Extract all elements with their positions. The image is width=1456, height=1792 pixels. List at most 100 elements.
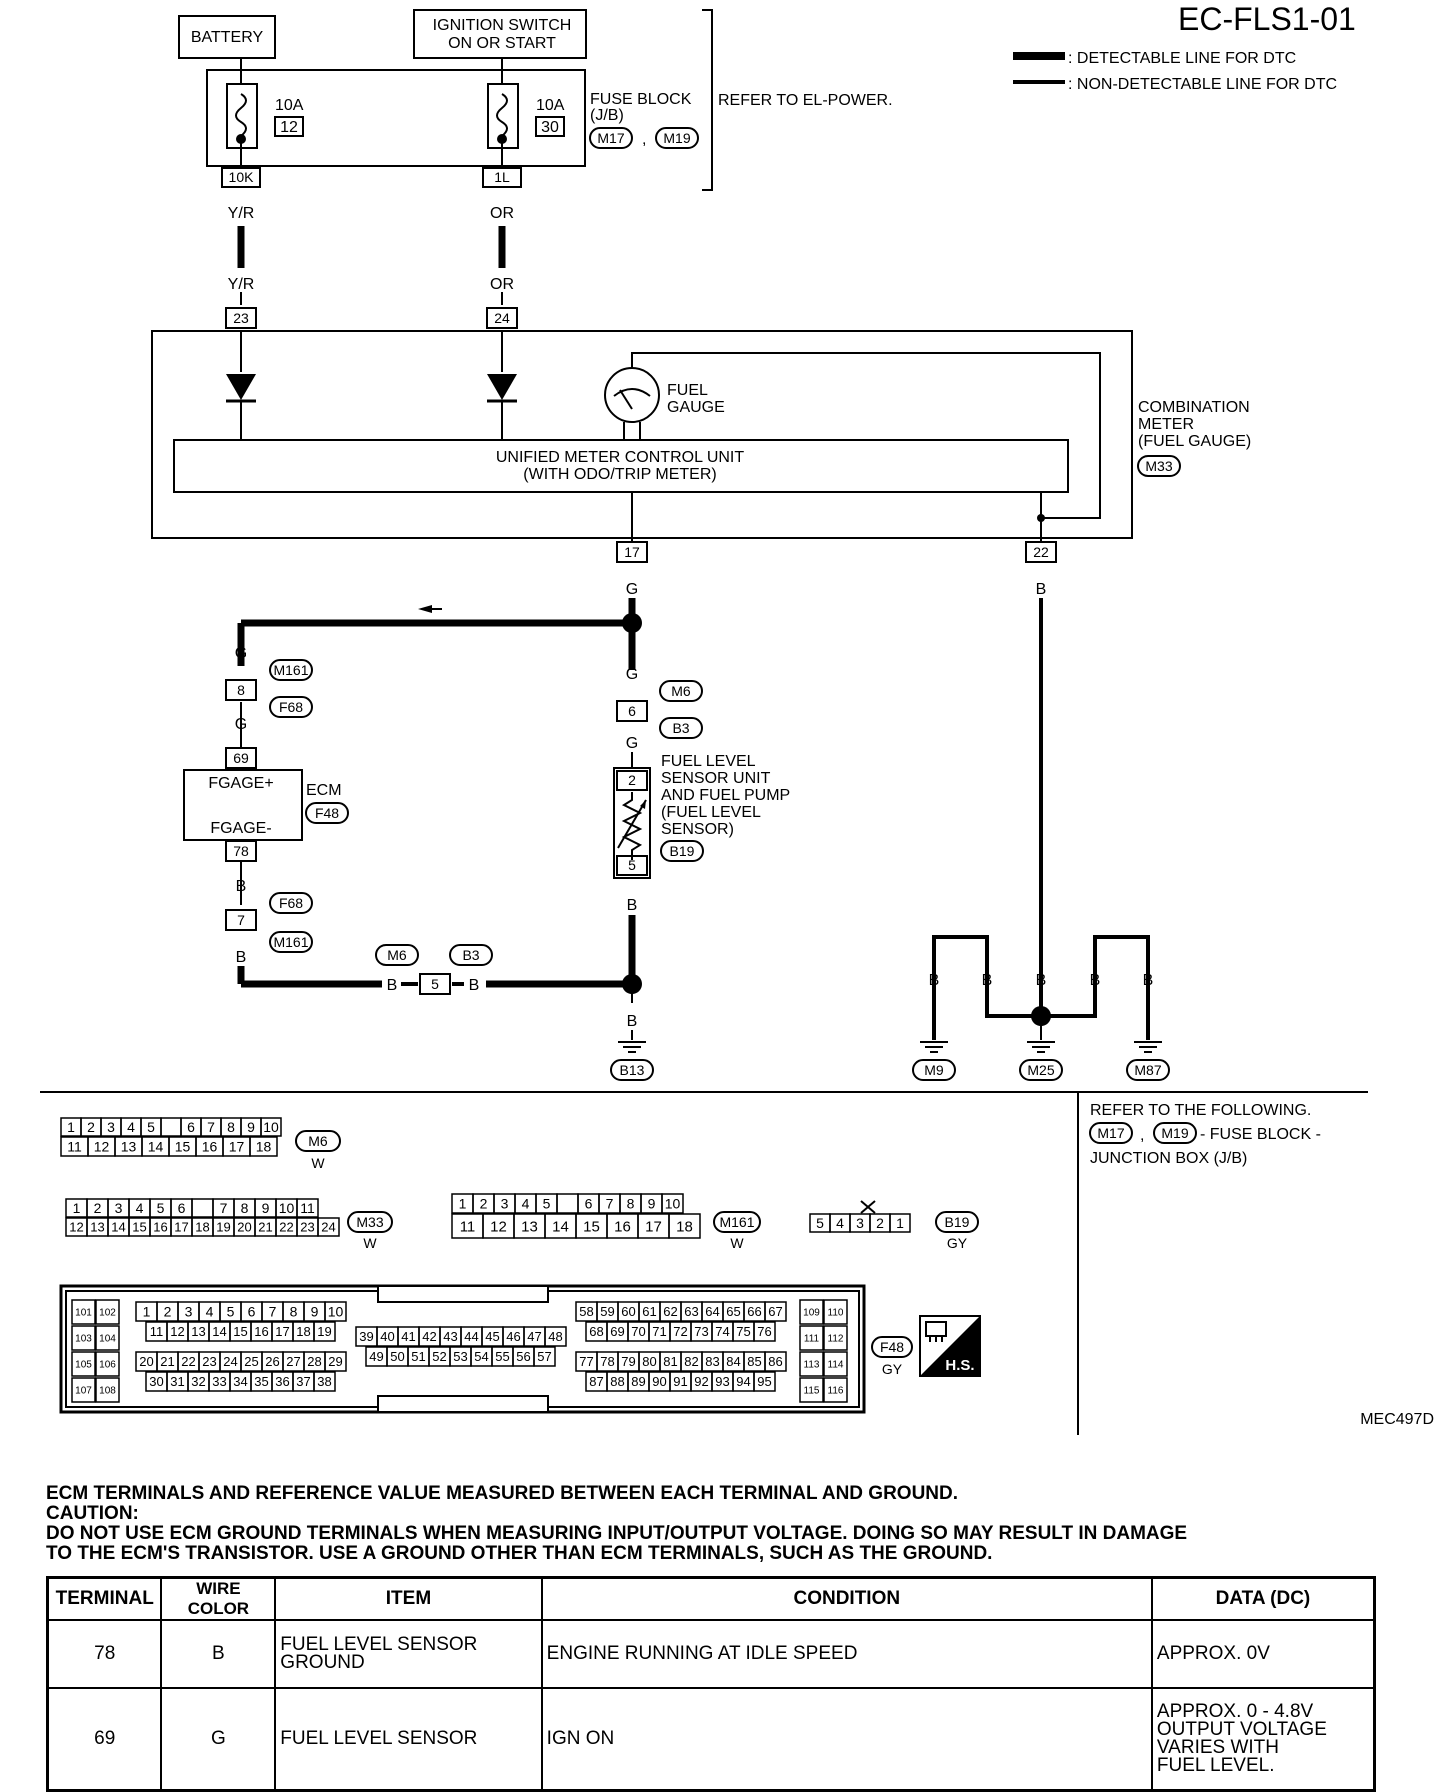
refer-following: REFER TO THE FOLLOWING. (1090, 1102, 1311, 1119)
pin-label: 33 (212, 1374, 226, 1389)
pin-label: 28 (307, 1354, 321, 1369)
pin-label: 3 (185, 1304, 193, 1320)
notes-line-3: DO NOT USE ECM GROUND TERMINALS WHEN MEA… (46, 1523, 1188, 1544)
wire-g-m161: G (235, 645, 247, 662)
pin-cell (95, 1377, 120, 1403)
pin-cell (889, 1213, 911, 1233)
pin-label: 15 (132, 1220, 146, 1235)
pin-label: 2 (164, 1304, 172, 1320)
pin-cell (823, 1325, 848, 1351)
wire-color-or-top: OR (490, 205, 514, 222)
pin-label: 7 (606, 1196, 614, 1212)
pin-label: 3 (856, 1215, 864, 1231)
fuse-block (206, 69, 586, 167)
pin-label: 3 (107, 1119, 115, 1135)
pin-label: 107 (75, 1386, 92, 1397)
pin-label: 6 (585, 1196, 593, 1212)
pin-label: 87 (589, 1374, 603, 1389)
pin-label: 63 (684, 1304, 698, 1319)
pin-label: 14 (148, 1139, 164, 1155)
pin-cell (71, 1325, 96, 1351)
pin-label: 72 (673, 1324, 687, 1339)
cell-item: FUEL LEVEL SENSOR GROUND (274, 1619, 543, 1689)
pin-cell (799, 1351, 824, 1377)
cell-condition: ENGINE RUNNING AT IDLE SPEED (540, 1619, 1153, 1689)
pin-label: 113 (804, 1360, 820, 1371)
pin-22: 22 (1033, 544, 1049, 560)
pin-cell (668, 1213, 701, 1239)
pin-label: 38 (317, 1374, 331, 1389)
pin-label: 82 (684, 1354, 698, 1369)
pin-label: 1 (67, 1119, 75, 1135)
connector-b19-color: GY (947, 1235, 968, 1251)
wire-b-joint-right: B (469, 977, 480, 994)
pin-label: 48 (548, 1329, 562, 1344)
fuse-12-number: 12 (280, 119, 298, 136)
pin-label: 7 (220, 1200, 228, 1216)
pin-label: 54 (474, 1349, 488, 1364)
pin-cell (544, 1326, 567, 1347)
pin-label: 5 (816, 1215, 824, 1231)
fuse-30-amp: 10A (536, 97, 565, 114)
pin-label: 23 (300, 1220, 314, 1235)
refer-m19: M19 (1161, 1125, 1188, 1141)
pin-label: 95 (757, 1374, 771, 1389)
pin-cell (753, 1321, 776, 1342)
pin-label: 58 (579, 1304, 593, 1319)
refer-sep: , (1140, 1127, 1144, 1144)
cell-wire: B (160, 1619, 277, 1689)
cell-data-line-1: APPROX. 0V (1156, 1643, 1270, 1664)
pin-cell (823, 1299, 848, 1325)
ground-b13-icon (617, 1041, 647, 1053)
cell-item-line-2: GROUND (280, 1652, 365, 1673)
conn-10k: 10K (229, 169, 255, 185)
pin-label: 92 (694, 1374, 708, 1389)
pin-label: 78 (600, 1354, 614, 1369)
pin-label: 15 (175, 1139, 191, 1155)
pin-label: 14 (552, 1218, 569, 1235)
pin-label: 16 (254, 1324, 268, 1339)
pin-label: 89 (631, 1374, 645, 1389)
joint-pin-5: 5 (431, 976, 439, 992)
pin-label: 6 (248, 1304, 256, 1320)
pin-cell (324, 1301, 347, 1322)
fuse-conn-m19: M19 (663, 130, 690, 146)
pin-label: 8 (290, 1304, 298, 1320)
pin-label: 5 (147, 1119, 155, 1135)
pin-label: 62 (663, 1304, 677, 1319)
cell-data-line-4: FUEL LEVEL. (1156, 1755, 1275, 1776)
legend-detectable: : DETECTABLE LINE FOR DTC (1068, 50, 1296, 67)
pin-label: 4 (836, 1215, 844, 1231)
pin-label: 1 (73, 1200, 81, 1216)
wire-b-22: B (1036, 581, 1047, 598)
pin-label: 1 (896, 1215, 904, 1231)
pin-label: 3 (501, 1196, 509, 1212)
pin-label: 16 (614, 1218, 631, 1235)
pin-label: 77 (579, 1354, 593, 1369)
pin-label: 24 (321, 1220, 335, 1235)
connector-m161-color: W (730, 1235, 744, 1251)
header-wire-color: WIRE COLOR (160, 1576, 277, 1621)
pin-label: 6 (187, 1119, 195, 1135)
legend-thick-line (1013, 52, 1065, 60)
pin-label: 15 (233, 1324, 247, 1339)
pin-label: 12 (69, 1220, 83, 1235)
pin-label: 47 (527, 1329, 541, 1344)
combination-meter-box (151, 330, 1133, 539)
fuel-level-sensor-box (613, 767, 651, 879)
conn-f68-bottom: F68 (279, 895, 303, 911)
pin-cell (661, 1193, 684, 1214)
pin-label: 56 (516, 1349, 530, 1364)
pin-cell (71, 1377, 96, 1403)
fuse-conn-m17: M17 (597, 130, 624, 146)
pin-label: 21 (160, 1354, 174, 1369)
pin-label: 17 (174, 1220, 188, 1235)
pin-label: 70 (631, 1324, 645, 1339)
pin-cell (191, 1198, 214, 1218)
fgage-minus: FGAGE- (210, 820, 271, 837)
pin-label: 110 (828, 1308, 844, 1319)
conn-f68-top: F68 (279, 699, 303, 715)
pin-label: 109 (803, 1308, 820, 1319)
